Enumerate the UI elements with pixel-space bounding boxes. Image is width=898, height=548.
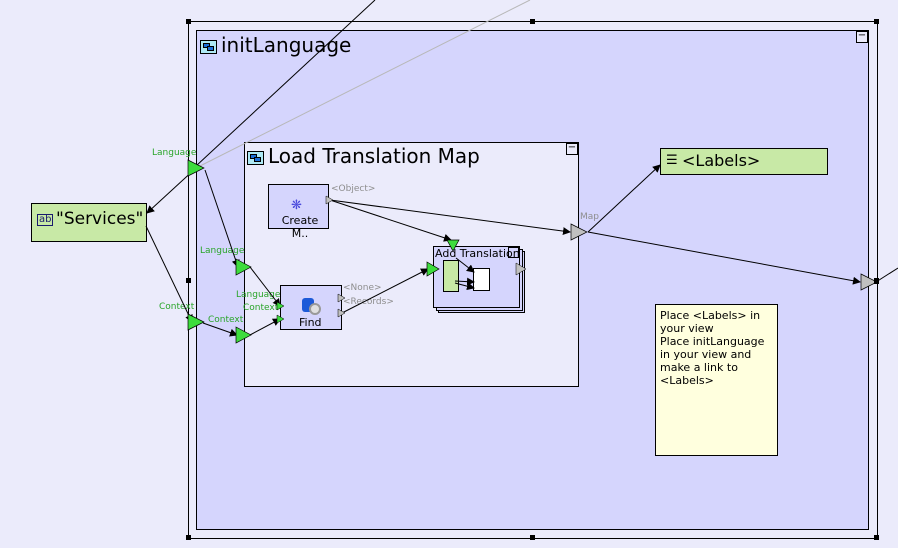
wire-context-inner (202, 322, 238, 337)
inner-language-port[interactable] (235, 258, 252, 276)
find-language-input-port[interactable] (276, 301, 285, 311)
outer-language-port[interactable] (187, 159, 205, 177)
services-node[interactable]: ab "Services" (31, 203, 147, 242)
wire-offscreen-gray (199, 0, 531, 167)
add-records-input-port[interactable] (426, 261, 440, 277)
resize-handle-br[interactable] (874, 535, 879, 540)
init-language-title-text: initLanguage (221, 33, 352, 57)
create-block-label: Create M.. (281, 214, 319, 240)
init-language-title: initLanguage (200, 33, 351, 57)
wire-language-inner (204, 169, 240, 268)
minimize-button[interactable]: − (566, 142, 578, 155)
snowflake-create-icon: ❋ (291, 198, 302, 213)
instructions-note[interactable]: Place <Labels> in your view Place initLa… (655, 304, 778, 456)
minimize-button[interactable]: − (856, 30, 868, 43)
wire-add-internal-2 (454, 277, 475, 286)
add-output-port[interactable] (515, 262, 527, 276)
string-literal-icon: ab (37, 214, 54, 226)
outer-context-port[interactable] (187, 313, 205, 331)
object-output-label: <Object> (331, 184, 376, 194)
resize-handle-bm[interactable] (530, 535, 535, 540)
wire-services-to-context (145, 225, 193, 323)
resize-handle-ml[interactable] (186, 278, 191, 283)
magnifier-icon (309, 303, 321, 315)
wire-add-internal-1 (455, 257, 475, 273)
find-context-input-port[interactable] (276, 314, 285, 324)
outer-language-port-label: Language (152, 148, 197, 158)
map-output-port[interactable] (570, 223, 588, 241)
wire-records-add (341, 268, 429, 314)
wire-offscreen-black (195, 0, 376, 167)
add-object-input-port[interactable] (446, 239, 460, 252)
wire-map-labels (587, 164, 661, 233)
load-translation-map-title-text: Load Translation Map (268, 144, 480, 168)
find-language-input-label: Language (236, 290, 281, 300)
map-port-label: Map (580, 212, 599, 222)
wire-map-output (587, 231, 861, 285)
outer-output-port[interactable] (860, 273, 878, 291)
labels-label: <Labels> (682, 151, 761, 170)
container-icon (200, 39, 217, 54)
find-context-input-label: Context (243, 303, 279, 313)
list-icon: ☰ (666, 153, 678, 168)
records-output-label: <Records> (343, 297, 394, 307)
wire-object-add (329, 199, 452, 242)
wire-language-find (249, 266, 281, 307)
container-icon (247, 150, 264, 165)
wire-object-map (329, 199, 571, 236)
resize-handle-tr[interactable] (874, 19, 879, 24)
add-translation-block[interactable]: Add Translation (433, 246, 520, 308)
outer-context-port-label: Context (159, 302, 195, 312)
find-records-output-port[interactable] (337, 308, 346, 318)
create-map-block[interactable]: ❋ Create M.. (268, 184, 329, 240)
inner-context-port[interactable] (235, 326, 252, 344)
wire-context-find (249, 318, 281, 336)
wire-output-offscreen (875, 267, 898, 283)
db-record-icon (443, 260, 459, 292)
resize-handle-tl[interactable] (186, 19, 191, 24)
services-label: "Services" (56, 209, 144, 229)
load-translation-map-title: Load Translation Map (247, 144, 480, 168)
find-none-output-port[interactable] (337, 293, 346, 303)
inner-minimize-icon (508, 247, 519, 258)
inner-language-port-label: Language (200, 246, 245, 256)
connection-handle (874, 279, 879, 284)
none-output-label: <None> (343, 283, 382, 293)
wire-add-internal-3 (454, 282, 475, 291)
create-object-output-port[interactable] (325, 195, 334, 205)
resize-handle-bl[interactable] (186, 535, 191, 540)
find-label: Find (299, 316, 322, 329)
resize-handle-tm[interactable] (530, 19, 535, 24)
find-block[interactable]: Find (280, 285, 342, 330)
labels-node[interactable]: ☰ <Labels> (660, 148, 828, 175)
add-translation-label: Add Translation (435, 247, 520, 260)
inner-context-port-label: Context (208, 315, 244, 325)
